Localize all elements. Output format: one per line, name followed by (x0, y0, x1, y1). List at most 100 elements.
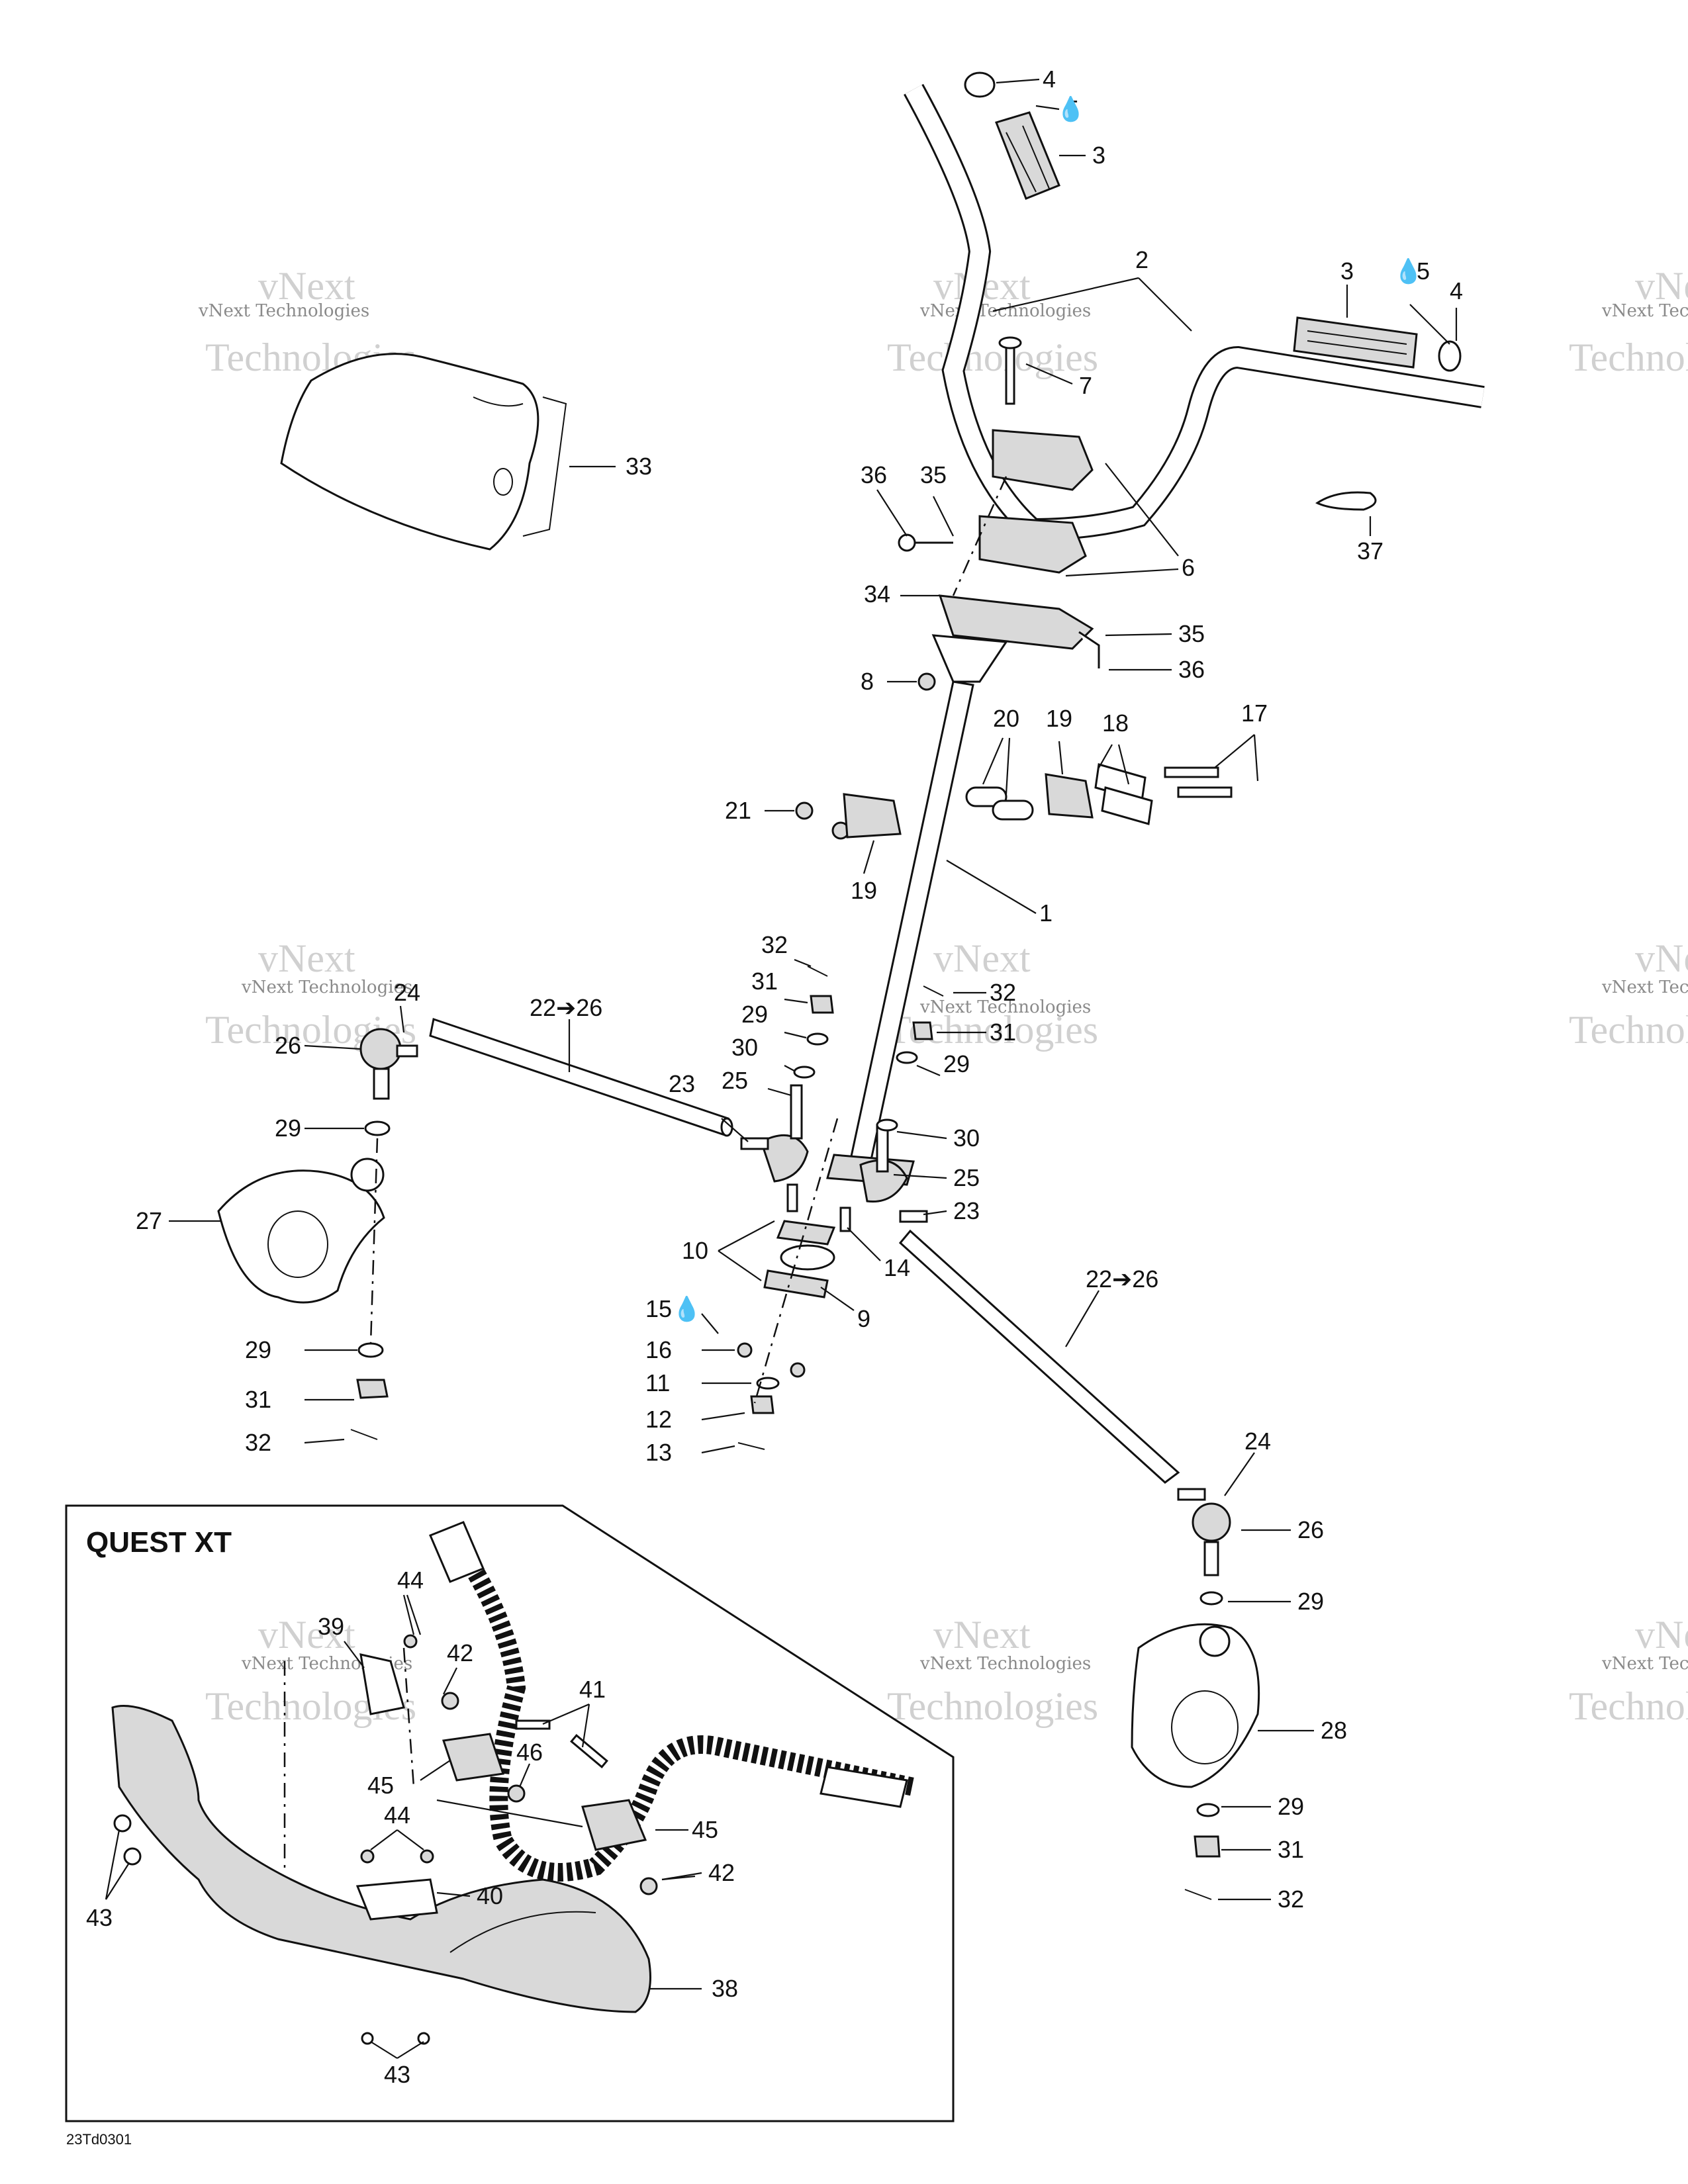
watermarks: vNext Technologies vNext Technologies vN… (198, 264, 1688, 1728)
callout-45: 45 (367, 1772, 394, 1799)
watermark-text: vNext Technologies (1601, 1654, 1688, 1674)
watermark-text: vNext Technologies (919, 997, 1091, 1017)
callout-6: 6 (1182, 554, 1195, 581)
callout-32: 32 (761, 931, 788, 958)
inset-title: QUEST XT (86, 1526, 232, 1559)
callout-17: 17 (1241, 700, 1268, 727)
watermark-text: Technologies (1569, 336, 1688, 379)
diagram-code: 23Td0301 (66, 2131, 132, 2148)
watermark-text: vNext Technologies (198, 301, 369, 321)
callout-1: 1 (1039, 899, 1053, 927)
oil-drop-icon: 💧 (672, 1295, 702, 1322)
callout-31: 31 (1278, 1836, 1304, 1863)
guard-nut (639, 1877, 658, 1895)
callout-33: 33 (626, 453, 652, 480)
guard-bolt (515, 1719, 551, 1730)
ball-joint-center-right (859, 1124, 928, 1223)
bar-end-cap-left (964, 71, 996, 98)
callout-19: 19 (1046, 705, 1072, 732)
callout-29: 29 (245, 1336, 271, 1363)
callout-45: 45 (692, 1816, 718, 1843)
callout-32: 32 (1278, 1886, 1304, 1913)
callout-42: 42 (708, 1859, 735, 1886)
callout-20: 20 (993, 705, 1019, 732)
callout-41: 41 (579, 1676, 606, 1703)
callout-39: 39 (318, 1613, 344, 1640)
callout-43: 43 (384, 2061, 410, 2088)
watermark-text: Technologies (887, 1684, 1098, 1728)
guard-screw (361, 2032, 374, 2045)
callout-40: 40 (477, 1882, 503, 1909)
callout-29: 29 (943, 1050, 970, 1077)
callout-29: 29 (275, 1115, 301, 1142)
callout-32: 32 (245, 1429, 271, 1456)
callout-25: 25 (953, 1164, 980, 1191)
callout-4: 4 (1450, 277, 1463, 304)
cable-tie (1315, 491, 1377, 511)
watermark-text: vNext Technologies (241, 978, 412, 997)
callout-8: 8 (861, 668, 874, 695)
callout-24: 24 (394, 979, 420, 1006)
callout-13: 13 (645, 1439, 672, 1466)
bracket-screw (898, 533, 953, 552)
callout-43: 43 (86, 1904, 113, 1931)
guard-bolt (570, 1734, 608, 1768)
watermark-text: vNext (1635, 264, 1688, 308)
watermark-text: vNext Technologies (919, 1654, 1091, 1674)
steering-bracket (938, 594, 1100, 668)
watermark-text: Technologies (1569, 1008, 1688, 1052)
callout-29: 29 (741, 1001, 768, 1028)
steering-column (826, 634, 1008, 1186)
callout-44: 44 (384, 1801, 410, 1829)
callout-3: 3 (1340, 257, 1354, 285)
callout-2: 2 (1135, 246, 1149, 273)
callout-5: 5 (1066, 95, 1079, 122)
callout-31: 31 (751, 968, 778, 995)
callout-3: 3 (1092, 142, 1105, 169)
hex-nut (795, 672, 936, 840)
watermark-text: vNext (1635, 1613, 1688, 1657)
guard-screw (417, 2032, 430, 2045)
handlebar (904, 83, 1485, 541)
callout-37: 37 (1357, 537, 1383, 565)
callout-32: 32 (990, 979, 1016, 1006)
callout-10: 10 (682, 1237, 708, 1264)
callout-26: 26 (275, 1032, 301, 1059)
callout-23: 23 (669, 1070, 695, 1097)
callout-24: 24 (1244, 1428, 1271, 1455)
callout-9: 9 (857, 1305, 870, 1332)
watermark-top-center: vNext Technologies vNext Technologies (887, 264, 1098, 379)
watermark-text: vNext (258, 264, 355, 308)
guard-support (355, 1878, 438, 1921)
guard-bracket (359, 1653, 405, 1715)
callout-4: 4 (1043, 66, 1056, 93)
watermark-text: vNext Technologies (1601, 301, 1688, 321)
handlebar-clamp-upper (978, 429, 1094, 574)
assembly-centerlines (369, 476, 1008, 1404)
quest-xt-inset: QUEST XT 23Td0301 (65, 1504, 955, 2148)
watermark-low-center: vNext Technologies vNext Technologies (887, 1613, 1098, 1728)
callout-leaders (105, 78, 1458, 2059)
callout-30: 30 (953, 1124, 980, 1152)
guard-screw (507, 1784, 526, 1803)
callout-29: 29 (1278, 1793, 1304, 1820)
guard-clamp (581, 1799, 647, 1851)
bar-end-cap-right (1438, 340, 1462, 372)
callout-31: 31 (245, 1386, 271, 1413)
watermark-text: vNext Technologies (1601, 978, 1688, 997)
windshield (280, 353, 567, 551)
guard-screw (113, 1814, 132, 1833)
callout-7: 7 (1079, 372, 1092, 399)
grip-right (1293, 316, 1418, 369)
callout-22-26: 22➔26 (1086, 1265, 1158, 1293)
callout-labels: 4 5 💧 3 2 3 5 💧 4 7 6 36 35 34 35 36 8 2… (86, 66, 1463, 2088)
oil-drop-icon: 💧 (1056, 95, 1086, 122)
watermark-text: vNext (933, 1613, 1031, 1657)
callout-27: 27 (136, 1207, 162, 1234)
callout-35: 35 (920, 461, 947, 488)
watermark-text: Technologies (1569, 1684, 1688, 1728)
callout-28: 28 (1321, 1717, 1347, 1744)
guard-nut (360, 1849, 375, 1864)
callout-12: 12 (645, 1406, 672, 1433)
